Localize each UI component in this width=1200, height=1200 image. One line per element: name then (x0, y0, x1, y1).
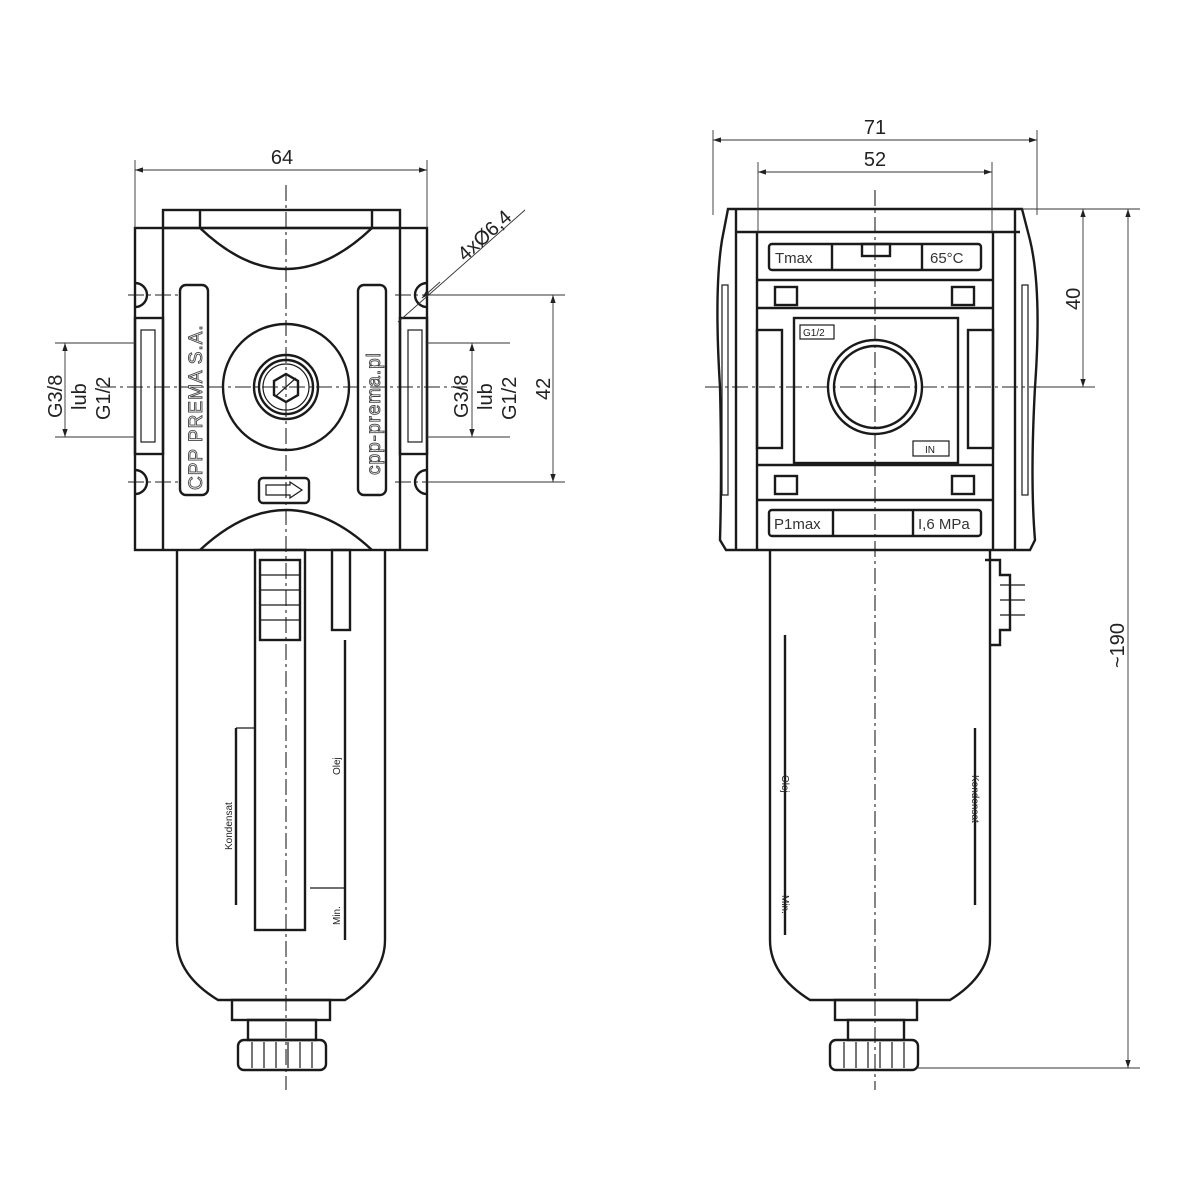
flow-arrow-icon (257, 476, 311, 505)
min-label: Min. (332, 906, 343, 925)
top-height-dim-40: 40 (1063, 288, 1085, 310)
total-height-dim-190: ~190 (1107, 623, 1129, 668)
side-min-label: Min. (779, 895, 790, 914)
port-right-line3: G1/2 (499, 377, 521, 420)
port-left-line3: G1/2 (93, 377, 115, 420)
height-dim-42: 42 (533, 378, 555, 400)
side-dimensions: 71 52 40 ~190 (712, 117, 1140, 1069)
port-left-line1: G3/8 (45, 375, 67, 418)
port-right-line2: lub (475, 383, 497, 410)
brand-label-right: cpp-prema.pl (364, 352, 385, 475)
inner-width-dim-52: 52 (864, 149, 886, 171)
tmax-label: Tmax (775, 250, 813, 267)
front-view: CPP PREMA S.A. cpp-prema.pl (45, 147, 565, 1090)
side-view: Tmax 65°C G1/2 IN P1max I,6 MPa (705, 117, 1140, 1090)
p1max-value: I,6 MPa (918, 516, 970, 533)
side-bowl: Olej Min. Kondensat (768, 550, 1025, 1072)
oil-label: Olej (332, 757, 343, 775)
side-oil-label: Olej (779, 775, 790, 793)
port-right-line1: G3/8 (451, 375, 473, 418)
port-label: G1/2 (803, 328, 825, 339)
side-body: Tmax 65°C G1/2 IN P1max I,6 MPa (716, 207, 1039, 552)
brand-label-left: CPP PREMA S.A. (186, 324, 207, 490)
port-left-line2: lub (69, 383, 91, 410)
front-dimensions: 64 4xØ6,4 42 G3/8 lub G1/2 G3/8 lub G1/2 (45, 147, 565, 483)
in-label: IN (925, 445, 935, 456)
hex-screw-icon (272, 372, 300, 404)
front-body: CPP PREMA S.A. cpp-prema.pl (133, 208, 429, 552)
condensate-label: Kondensat (224, 802, 235, 850)
outer-width-dim-71: 71 (864, 117, 886, 139)
hole-dim: 4xØ6,4 (454, 206, 517, 265)
front-bowl: Kondensat Olej Min. (175, 548, 387, 1072)
tmax-value: 65°C (930, 250, 964, 267)
side-condensate-label: Kondensat (969, 775, 980, 823)
width-dim-64: 64 (271, 147, 293, 169)
p1max-label: P1max (774, 516, 821, 533)
